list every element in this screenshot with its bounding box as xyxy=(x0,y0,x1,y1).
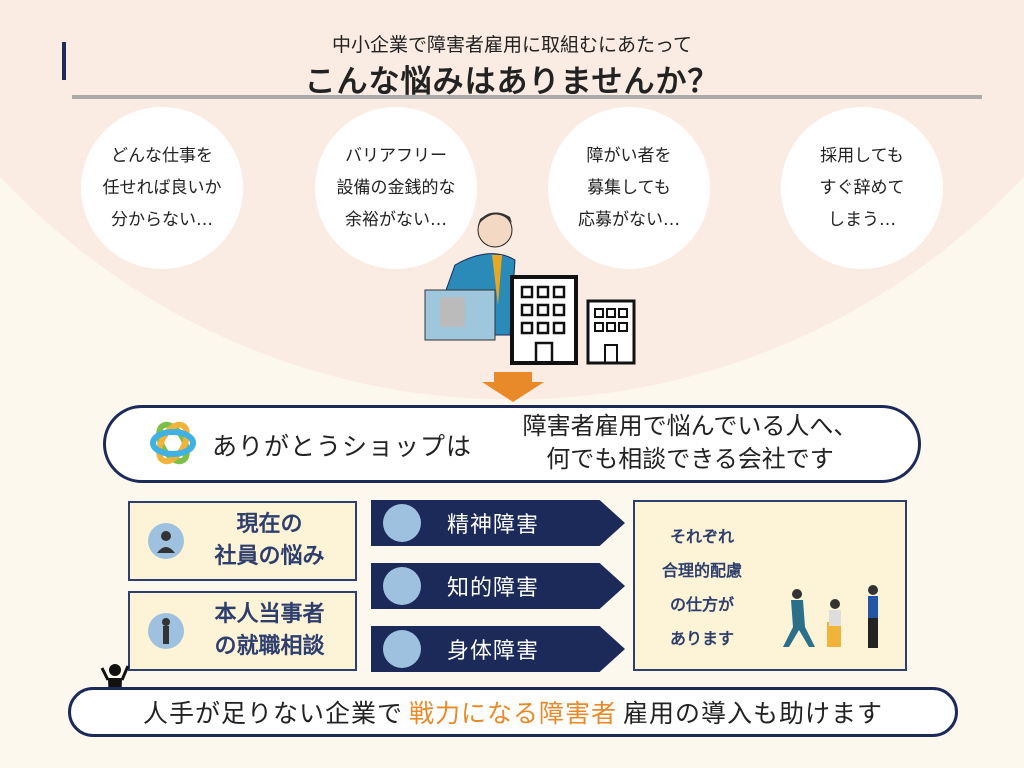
worry-bubble: 障がい者を募集しても応募がない… xyxy=(548,107,710,269)
consult-box-job-seeker: 本人当事者の就職相談 xyxy=(128,591,357,671)
category-mental: 精神障害 xyxy=(371,500,625,546)
accommodation-box: それぞれ合理的配慮の仕方があります xyxy=(633,500,907,671)
worried-businessman-illustration xyxy=(424,212,636,365)
worry-bubble: バリアフリー設備の金銭的な余裕がない… xyxy=(315,107,477,269)
company-message: 障害者雇用で悩んでいる人へ、何でも相談できる会社です xyxy=(522,412,858,473)
page-title: こんな悩みはありませんか？ xyxy=(304,64,720,100)
company-logo-icon xyxy=(150,421,196,465)
company-name: ありがとうショップは xyxy=(212,432,473,461)
person-standing-icon xyxy=(148,613,184,649)
footer-message: 人手が足りない企業で戦力になる障害者雇用の導入も助けます xyxy=(68,687,958,737)
accommodation-text: それぞれ合理的配慮の仕方があります xyxy=(661,527,742,648)
accent-bar xyxy=(62,42,66,80)
header-subtitle: 中小企業で障害者雇用に取組むにあたって xyxy=(331,34,693,56)
down-arrow-icon xyxy=(482,372,544,402)
team-illustration xyxy=(783,585,878,648)
employee-avatar-icon xyxy=(148,523,184,559)
intellectual-disability-icon xyxy=(383,567,421,605)
wheelchair-icon xyxy=(383,630,421,668)
category-intellectual: 知的障害 xyxy=(371,563,625,609)
worry-bubble: どんな仕事を任せれば良いか分からない… xyxy=(81,107,243,269)
footer-highlight: 戦力になる障害者 xyxy=(408,699,617,728)
divider xyxy=(72,95,982,99)
consult-box-employees: 現在の社員の悩み xyxy=(128,501,357,581)
company-banner xyxy=(103,405,921,483)
worry-bubble: 採用してもすぐ辞めてしまう… xyxy=(781,107,943,269)
category-physical: 身体障害 xyxy=(371,626,625,672)
mental-disability-icon xyxy=(383,504,421,542)
